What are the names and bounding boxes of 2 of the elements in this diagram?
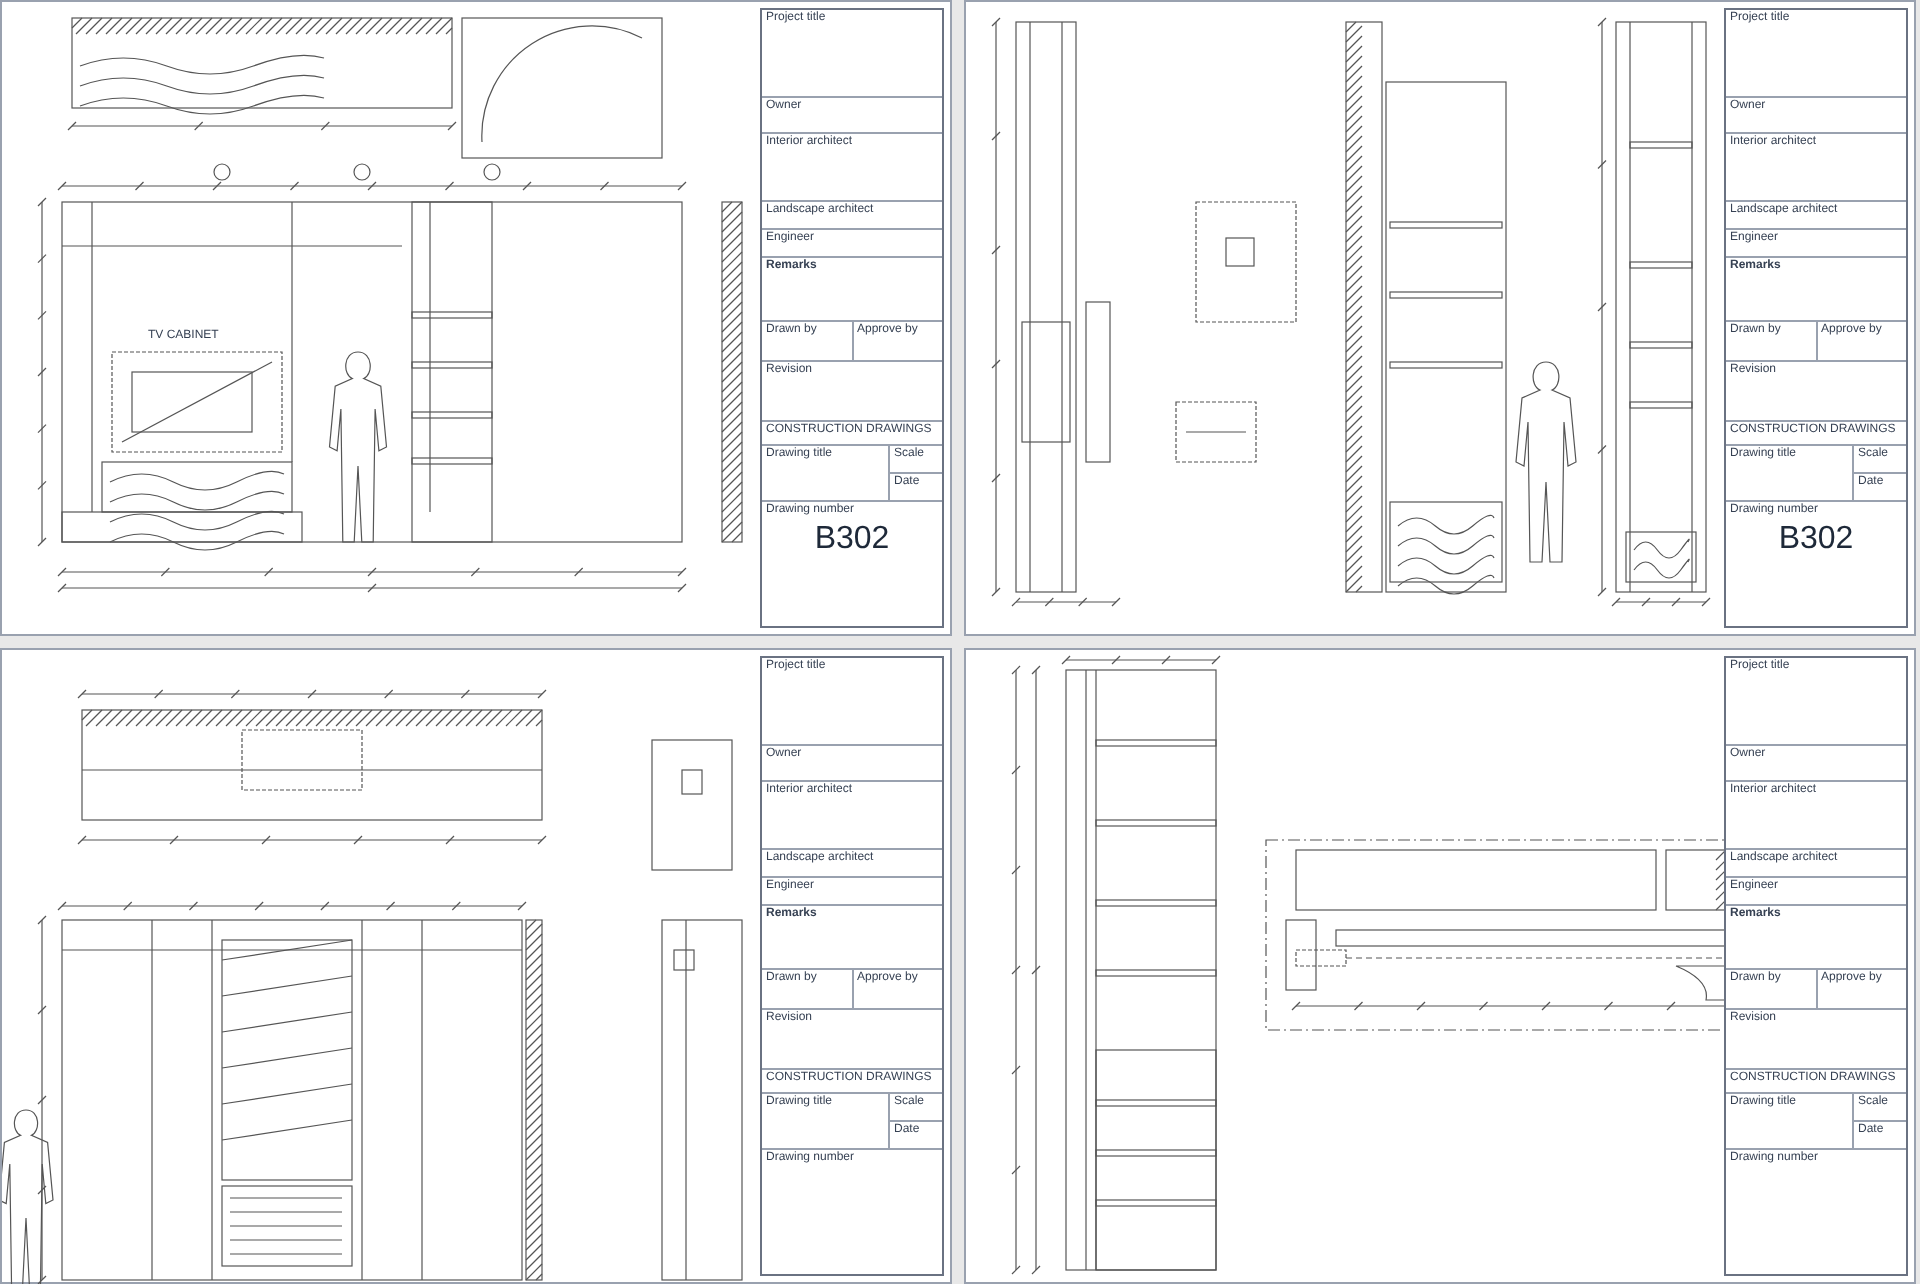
drawing-number: B302 [1776,520,1856,560]
drawing-number: B302 [812,520,892,560]
